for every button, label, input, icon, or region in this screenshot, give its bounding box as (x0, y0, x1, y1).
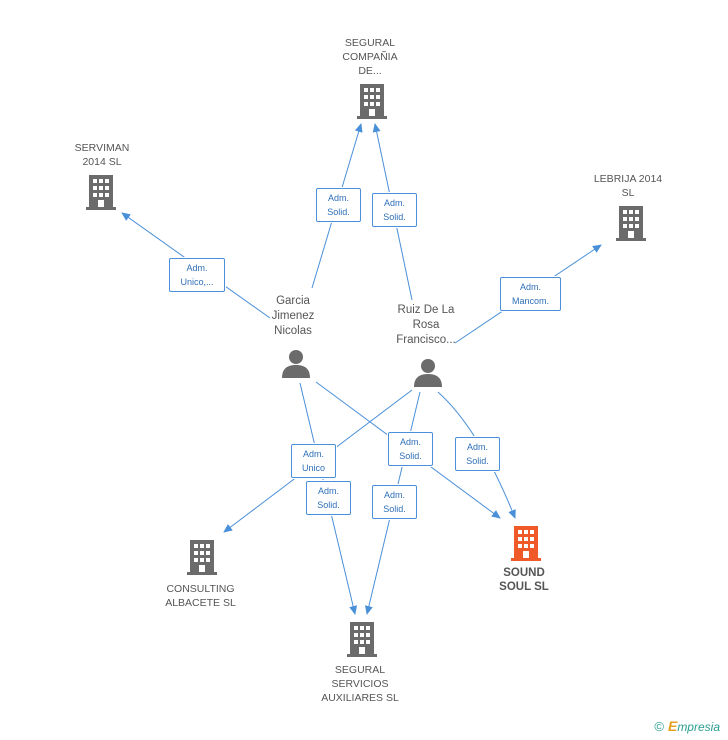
segural-compania-building-icon[interactable] (357, 84, 387, 120)
edge-label-ruiz-sound-soul: Adm. Solid. (455, 437, 500, 471)
serviman-label[interactable]: SERVIMAN 2014 SL (74, 142, 130, 168)
garcia-label[interactable]: Garcia Jimenez Nicolas (271, 295, 315, 337)
copyright-icon: © (654, 718, 664, 734)
edge-label-ruiz-segural-servicios: Adm. Solid. (372, 485, 417, 519)
edge-label-ruiz-consulting: Adm. Unico (291, 444, 336, 478)
brand-logo[interactable]: Empresia (667, 718, 720, 734)
lebrija-label[interactable]: LEBRIJA 2014 SL (593, 173, 663, 199)
edge-label-garcia-serviman: Adm. Unico,... (169, 258, 225, 292)
segural-servicios-building-icon[interactable] (347, 622, 377, 658)
ruiz-person-icon[interactable] (413, 357, 443, 387)
segural-servicios-label[interactable]: SEGURAL SERVICIOS AUXILIARES SL (321, 664, 399, 704)
sound-soul-label[interactable]: SOUND SOUL SL (499, 567, 549, 593)
edge-label-ruiz-segural-compania: Adm. Solid. (372, 193, 417, 227)
lebrija-building-icon[interactable] (616, 206, 646, 242)
segural-compania-label[interactable]: SEGURAL COMPAÑIA DE... (342, 37, 398, 77)
consulting-label[interactable]: CONSULTING ALBACETE SL (165, 583, 236, 609)
edge-label-garcia-segural-servicios: Adm. Solid. (306, 481, 351, 515)
garcia-person-icon[interactable] (281, 348, 311, 378)
consulting-building-icon[interactable] (187, 540, 217, 576)
sound-soul-building-icon[interactable] (511, 526, 541, 562)
edge-label-garcia-segural-compania: Adm. Solid. (316, 188, 361, 222)
footer-brand: © Empresia (654, 718, 720, 734)
serviman-building-icon[interactable] (86, 175, 116, 211)
ruiz-label[interactable]: Ruiz De La Rosa Francisco... (396, 304, 456, 346)
edge-label-ruiz-lebrija: Adm. Mancom. (500, 277, 561, 311)
edge-label-garcia-sound-soul: Adm. Solid. (388, 432, 433, 466)
